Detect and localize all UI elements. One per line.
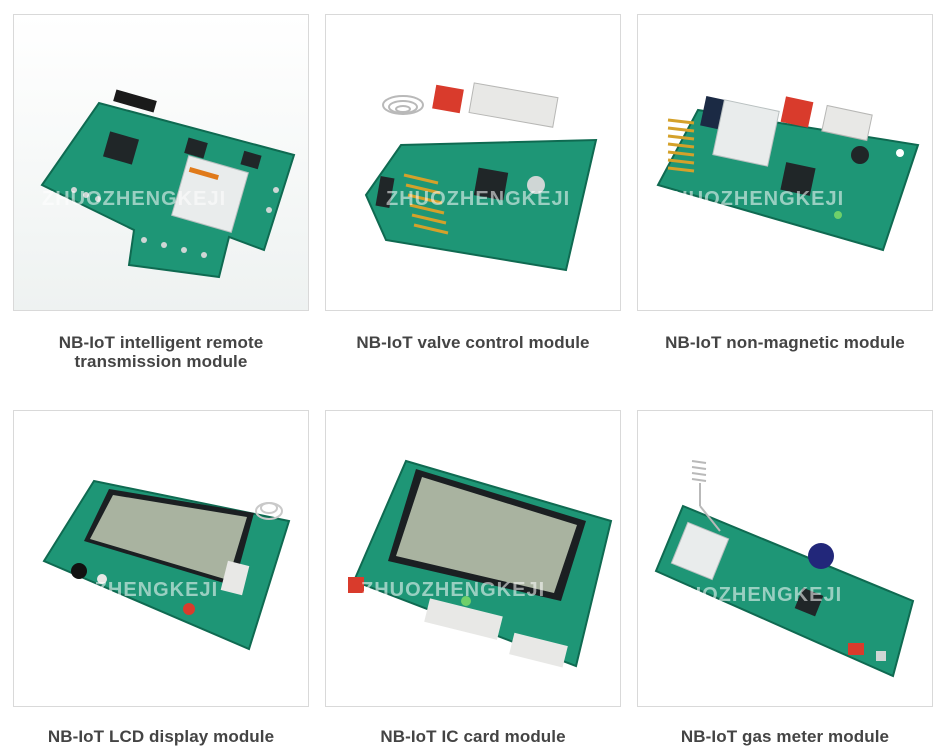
watermark-text: ZHUOZHENGKEJI [361, 579, 545, 601]
caption-line: NB-IoT IC card module [380, 727, 566, 746]
product-card-gas-meter[interactable]: ZHUOZHENGKEJI [637, 410, 933, 707]
product-card-lcd-display[interactable]: ZHUOZHENGKEJI [13, 410, 309, 707]
nb-iot-remote-transmission-module-photo: ZHUOZHENGKEJI [14, 15, 308, 310]
product-card-ic-card[interactable]: ZHUOZHENGKEJI [325, 410, 621, 707]
product-caption: NB-IoT gas meter module [625, 727, 945, 746]
product-card-remote-transmission[interactable]: ZHUOZHENGKEJI [13, 14, 309, 311]
caption-line: NB-IoT LCD display module [47, 727, 275, 746]
product-caption: NB-IoT non-magnetic module [625, 333, 945, 352]
caption-line: transmission module [74, 352, 248, 371]
caption-line: NB-IoT valve control module [356, 333, 590, 352]
caption-line: NB-IoT non-magnetic module [665, 333, 905, 352]
nb-iot-valve-control-module-photo: ZHUOZHENGKEJI [326, 15, 620, 310]
product-caption: NB-IoT LCD display module [1, 727, 321, 746]
product-caption: NB-IoT IC card module [313, 727, 633, 746]
caption-line: NB-IoT intelligent remote [58, 333, 264, 352]
watermark-text: ZHUOZHENGKEJI [34, 579, 218, 601]
nb-iot-lcd-display-module-photo: ZHUOZHENGKEJI [14, 411, 308, 706]
product-card-valve-control[interactable]: ZHUOZHENGKEJI [325, 14, 621, 311]
nb-iot-gas-meter-module-photo: ZHUOZHENGKEJI [638, 411, 932, 706]
watermark-text: ZHUOZHENGKEJI [660, 188, 844, 210]
nb-iot-non-magnetic-module-photo: ZHUOZHENGKEJI [638, 15, 932, 310]
product-caption: NB-IoT valve control module [313, 333, 633, 352]
nb-iot-ic-card-module-photo: ZHUOZHENGKEJI [326, 411, 620, 706]
watermark-text: ZHUOZHENGKEJI [386, 188, 570, 210]
product-caption: NB-IoT intelligent remote transmission m… [1, 333, 321, 371]
watermark-text: ZHUOZHENGKEJI [42, 188, 226, 210]
watermark-text: ZHUOZHENGKEJI [658, 584, 842, 606]
caption-line: NB-IoT gas meter module [680, 727, 890, 746]
product-card-non-magnetic[interactable]: ZHUOZHENGKEJI [637, 14, 933, 311]
